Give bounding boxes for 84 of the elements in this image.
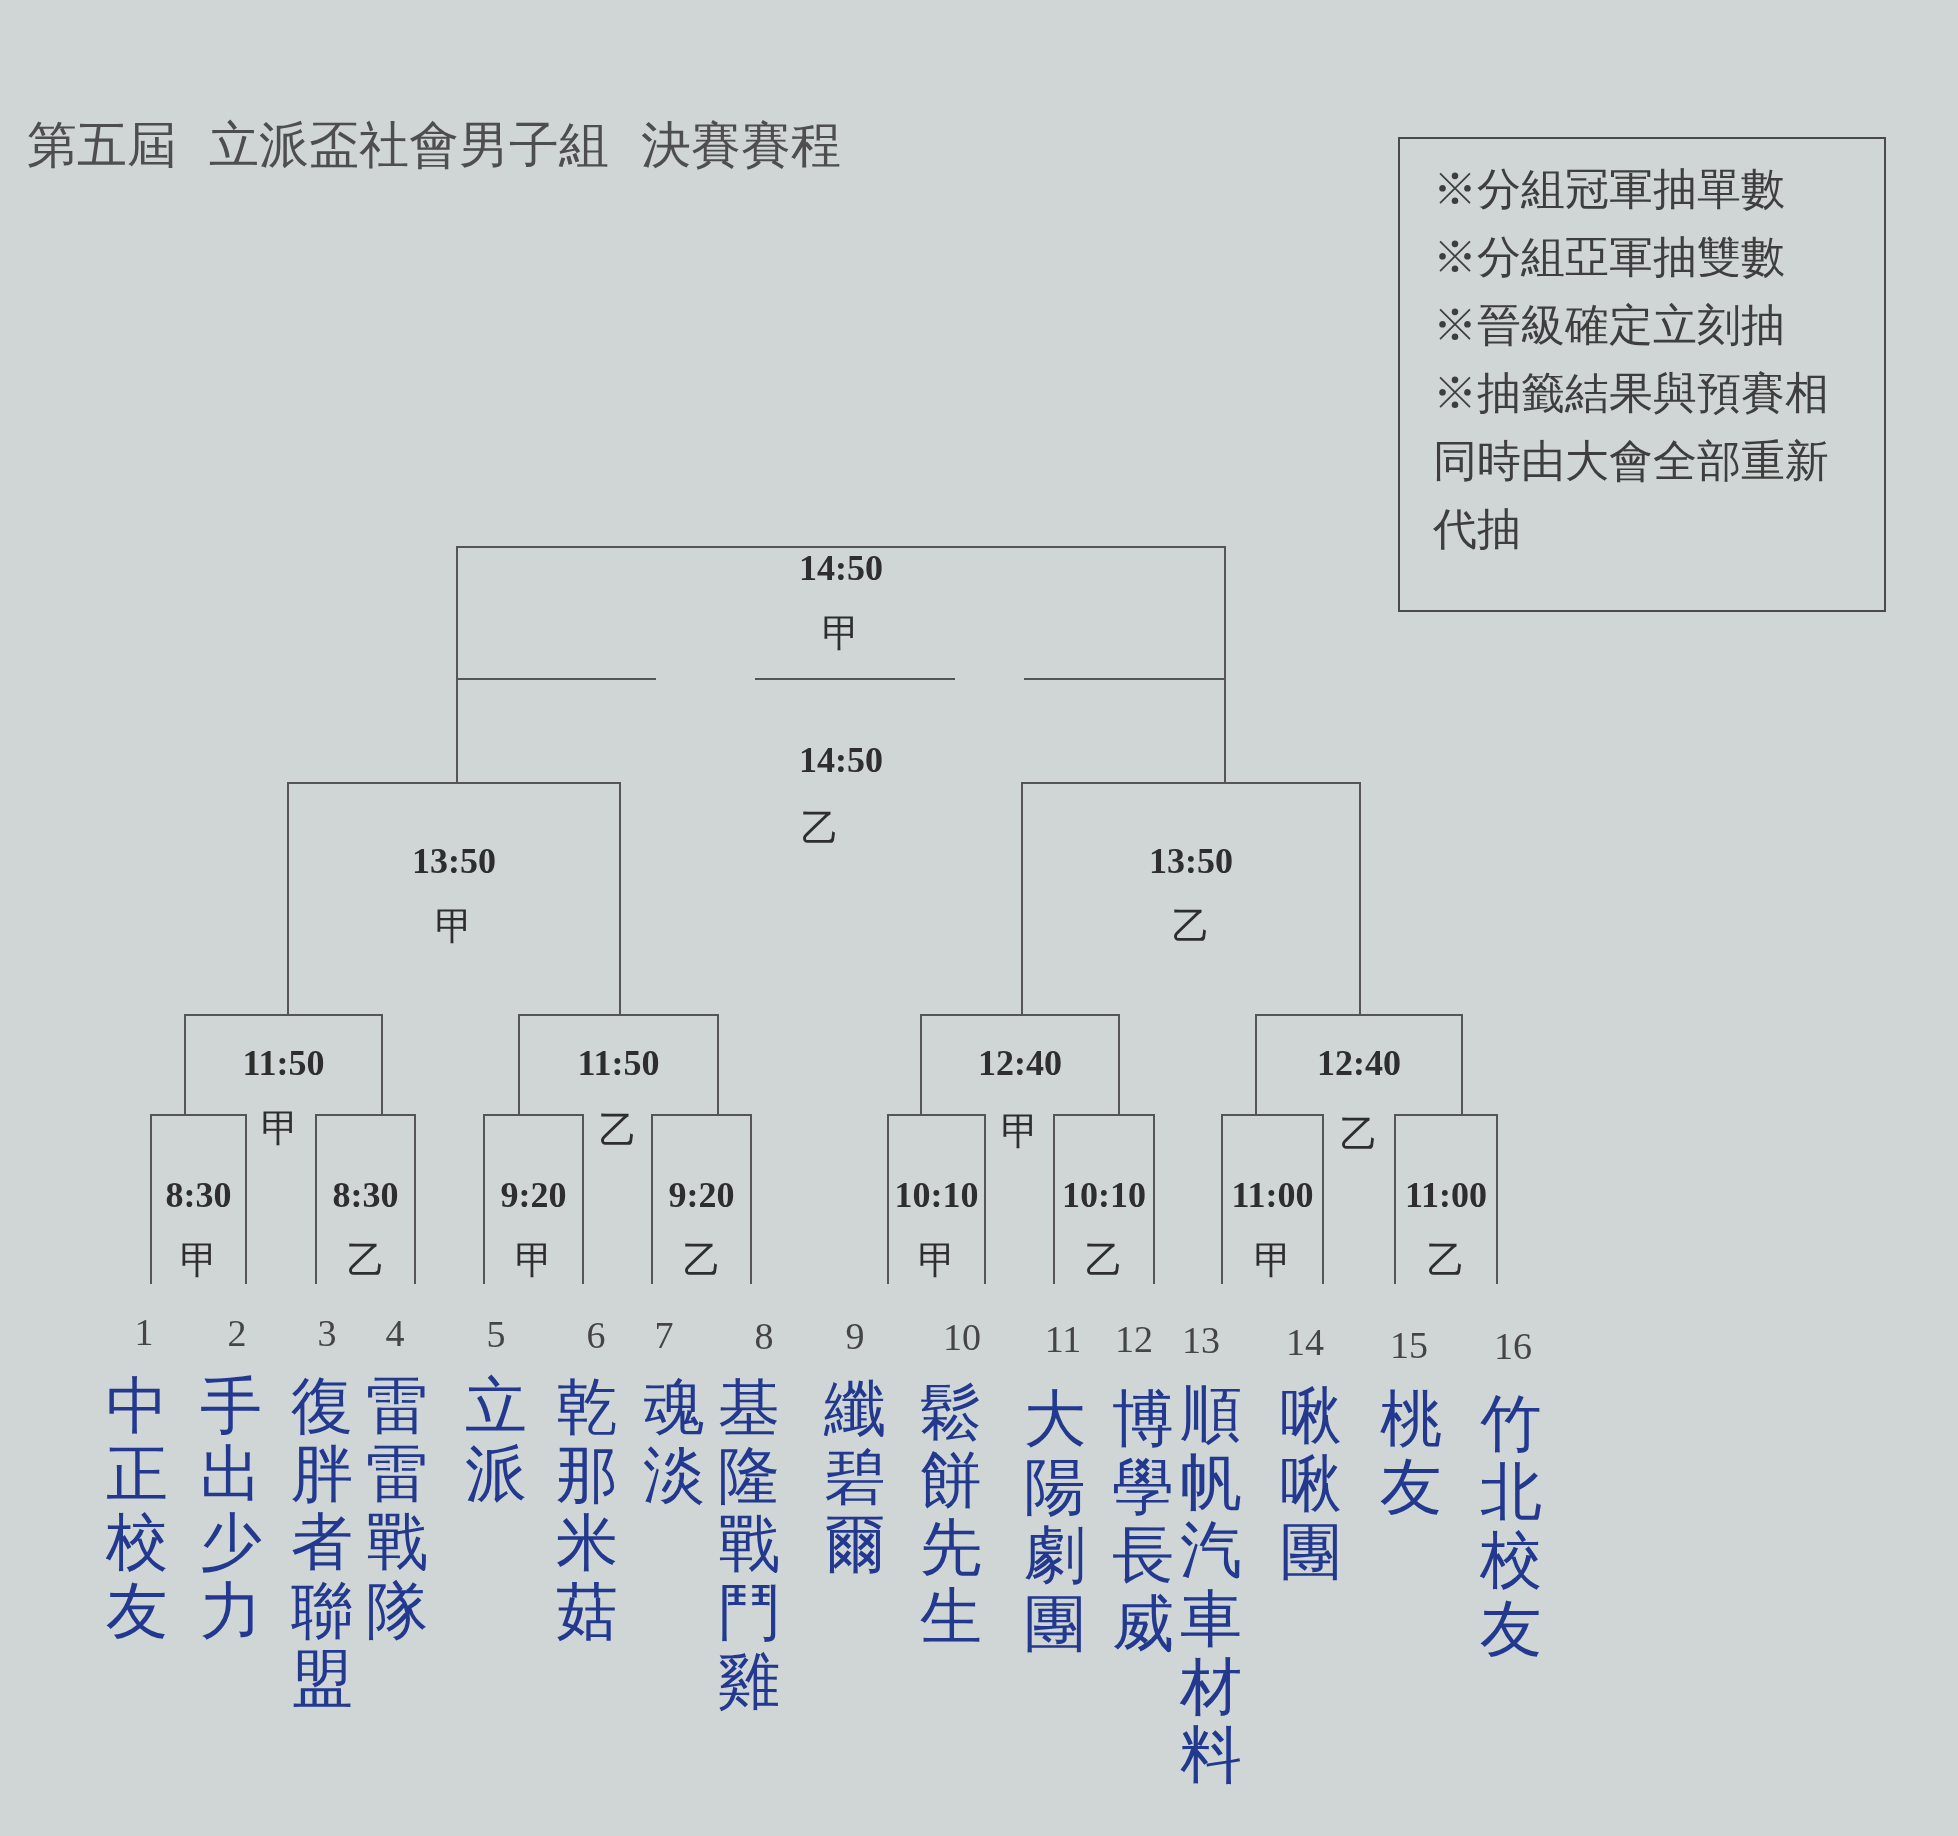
- slot-number: 2: [227, 1314, 247, 1352]
- court-label: 乙: [346, 1241, 385, 1279]
- match-bracket: [920, 1014, 1120, 1114]
- team-name: 大陽劇團: [1024, 1385, 1086, 1658]
- court-label: 乙: [801, 809, 839, 847]
- match-bracket: [651, 1114, 752, 1284]
- court-label: 乙: [682, 1241, 721, 1279]
- note-text: ※抽籤結果與預賽相同時由大會全部重新代抽: [1433, 367, 1830, 555]
- slot-number: 16: [1494, 1327, 1532, 1365]
- match-bracket: [456, 678, 1226, 782]
- match-time: 9:20: [500, 1177, 567, 1213]
- match-bracket: [287, 782, 621, 1014]
- slot-number: 12: [1115, 1320, 1153, 1358]
- note-text: ※分組冠軍抽單數: [1433, 163, 1786, 215]
- team-name: 手出少力: [200, 1372, 262, 1645]
- match-bracket: [1021, 782, 1361, 1014]
- slot-number: 9: [845, 1317, 865, 1355]
- slot-number: 1: [134, 1313, 154, 1351]
- match-time: 10:10: [894, 1177, 979, 1213]
- note-text: ※分組亞軍抽雙數: [1433, 231, 1786, 283]
- court-label: 甲: [822, 614, 860, 652]
- match-time: 12:40: [978, 1045, 1062, 1081]
- court-label: 乙: [1085, 1241, 1123, 1279]
- slot-number: 11: [1044, 1320, 1082, 1358]
- team-name: 復胖者聯盟: [291, 1372, 353, 1713]
- court-label: 甲: [514, 1241, 553, 1279]
- court-label: 乙: [1427, 1241, 1465, 1279]
- match-time: 12:40: [1317, 1045, 1401, 1081]
- match-bracket: [483, 1114, 584, 1284]
- court-label: 乙: [1340, 1115, 1378, 1153]
- team-name: 乾那米菇: [556, 1373, 618, 1646]
- match-bracket: [1394, 1114, 1498, 1284]
- slot-number: 8: [754, 1317, 774, 1355]
- match-bracket: [1255, 1014, 1463, 1114]
- court-label: 甲: [1001, 1112, 1039, 1150]
- match-time: 13:50: [412, 843, 496, 879]
- match-time: 11:00: [1231, 1177, 1314, 1213]
- match-bracket: [518, 1014, 719, 1114]
- slot-number: 10: [943, 1318, 981, 1356]
- notes-box: [1398, 137, 1886, 612]
- match-time: 10:10: [1062, 1177, 1146, 1213]
- team-name: 纖碧爾: [824, 1375, 886, 1580]
- slot-number: 14: [1286, 1323, 1324, 1361]
- team-name: 啾啾團: [1280, 1382, 1342, 1587]
- court-label: 甲: [1253, 1241, 1292, 1279]
- court-label: 乙: [1172, 907, 1210, 945]
- slot-number: 6: [586, 1316, 606, 1354]
- match-time: 11:50: [577, 1045, 660, 1081]
- match-time: 9:20: [668, 1177, 735, 1213]
- court-label: 乙: [599, 1111, 637, 1149]
- match-bracket: [887, 1114, 986, 1284]
- match-time: 11:50: [242, 1045, 325, 1081]
- team-name: 立派: [465, 1372, 527, 1509]
- slot-number: 3: [317, 1314, 337, 1352]
- slot-number: 4: [385, 1314, 405, 1352]
- slot-number: 5: [486, 1315, 506, 1353]
- slot-number: 13: [1182, 1321, 1220, 1359]
- team-name: 竹北校友: [1480, 1390, 1542, 1663]
- team-name: 桃友: [1380, 1385, 1442, 1522]
- match-bracket: [1053, 1114, 1155, 1284]
- court-label: 甲: [261, 1109, 299, 1147]
- match-time: 8:30: [332, 1177, 399, 1213]
- slot-number: 7: [654, 1316, 674, 1354]
- match-bracket: [315, 1114, 416, 1284]
- match-time: 11:00: [1405, 1177, 1487, 1213]
- match-time: 14:50: [799, 550, 883, 586]
- match-time: 14:50: [799, 742, 883, 778]
- match-bracket: [150, 1114, 247, 1284]
- match-time: 8:30: [165, 1177, 232, 1213]
- team-name: 博學長威: [1112, 1385, 1174, 1658]
- slot-number: 15: [1390, 1326, 1428, 1364]
- title: 第五屆 立派盃社會男子組 決賽賽程: [27, 120, 841, 170]
- team-name: 雷雷戰隊: [366, 1372, 428, 1645]
- team-name: 魂淡: [643, 1373, 705, 1510]
- court-label: 甲: [917, 1241, 956, 1279]
- court-label: 甲: [179, 1241, 218, 1279]
- team-name: 中正校友: [106, 1372, 168, 1645]
- team-name: 鬆餅先生: [920, 1378, 982, 1651]
- note-text: ※晉級確定立刻抽: [1433, 299, 1786, 351]
- team-name: 順帆汽車材料: [1180, 1380, 1242, 1790]
- match-bracket: [1221, 1114, 1324, 1284]
- match-time: 13:50: [1149, 843, 1233, 879]
- court-label: 甲: [435, 907, 473, 945]
- team-name: 基隆戰鬥雞: [718, 1374, 780, 1715]
